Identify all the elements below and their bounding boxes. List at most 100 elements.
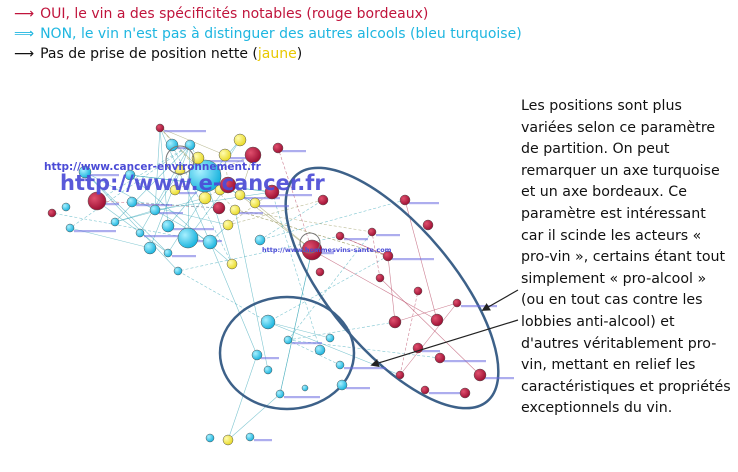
graph-node [124,169,136,181]
graph-node [254,234,266,246]
graph-node-label-mark [179,192,197,195]
graph-node [165,138,179,152]
graph-node [473,368,487,382]
graph-edge [177,270,269,323]
graph-node [264,184,280,200]
graph-node [413,286,423,296]
graph-node-label-mark [284,396,320,399]
graph-node [317,194,329,206]
graph-edge [149,144,191,249]
graph-node [459,387,471,399]
graph-node-label-mark [429,392,465,395]
graph-label-e-cancer: http://www.e-cancer.fr [60,171,325,195]
graph-node-label-mark [176,147,194,150]
graph-edge [287,321,396,341]
graph-node [173,266,183,276]
graph-nodes [47,123,487,446]
graph-node [65,223,75,233]
graph-node [226,258,238,270]
legend: ⟶ OUI, le vin a des spécificités notable… [14,4,522,64]
graph-node [335,360,345,370]
graph-edge [259,199,406,241]
graph-node [420,385,430,395]
graph-edge [227,199,324,226]
graph-edge [84,171,179,272]
graph-node-label-mark [344,238,368,241]
graph-node [283,335,293,345]
graph-node [315,267,325,277]
graph-node [87,191,107,211]
graph-node [422,219,434,231]
graph-node [149,204,161,216]
graph-node [382,250,394,262]
graph-node [272,142,284,154]
graph-node [395,370,405,380]
graph-edge [371,231,381,279]
graph-edge [234,209,389,257]
graph-node [205,433,215,443]
graph-node [222,434,234,446]
graph-node [336,379,348,391]
graph-node-label-mark [344,367,386,370]
graph-edge [267,321,331,339]
graph-node [135,228,145,238]
graph-node [229,204,241,216]
graph-node [218,148,232,162]
double-arrow-right-icon: ⟹ [14,26,35,42]
graph-node [367,227,377,237]
graph-node [177,227,199,249]
graph-node [110,217,120,227]
graph-node [244,146,262,164]
graph-node [325,333,335,343]
graph-node [161,219,175,233]
graph-node-label-mark [484,377,514,380]
cluster-ellipses [218,166,500,411]
graph-node [430,313,444,327]
graph-node [47,208,57,218]
graph-edge [84,171,169,254]
graph-node [212,201,226,215]
graph-node [452,298,462,308]
graph-node-ring [299,232,321,254]
graph-node [335,231,345,241]
graph-node [314,344,326,356]
graph-node-label-mark [244,197,280,200]
graph-edge [267,255,389,323]
graph-edge [399,302,458,376]
graph-node [169,184,181,196]
annotation-text: Les positions sont plus variées selon ce… [521,98,731,417]
graph-node [155,123,165,133]
legend-item-non: ⟹ NON, le vin n'est pas à distinguer des… [14,24,522,44]
arrow-right-icon: ⟶ [14,46,35,62]
graph-node [174,164,186,176]
graph-node [184,139,196,151]
graph-node [275,389,285,399]
graph-node-label-mark [172,255,196,258]
graph-node [245,432,255,442]
graph-edge [271,191,321,351]
graph-edge [379,277,481,376]
graph-node-label-mark [239,212,263,215]
graph-node [163,248,173,258]
graph-node-label-mark [376,234,400,237]
graph-edge [159,127,169,227]
graph-label-hommesvins: http://www.hommesvins-sante.com [262,246,392,254]
graph-edge [187,144,191,239]
graph-node-label-mark [409,202,439,205]
graph-edge [154,169,181,211]
graph-edge [129,174,233,265]
graph-edge [154,191,273,211]
callout-arrow-turquoise [370,319,519,368]
graph-edge [277,147,313,251]
graph-edge [209,241,258,356]
callout-arrow-bordeaux [481,289,519,311]
graph-node [234,189,246,201]
graph-node [399,194,411,206]
graph-node-label-mark [292,342,322,345]
graph-node [301,239,323,261]
legend-label-jaune: jaune [257,46,297,62]
graph-node [78,165,92,179]
graph-edge [287,231,373,341]
graph-node-label-mark [89,174,119,177]
